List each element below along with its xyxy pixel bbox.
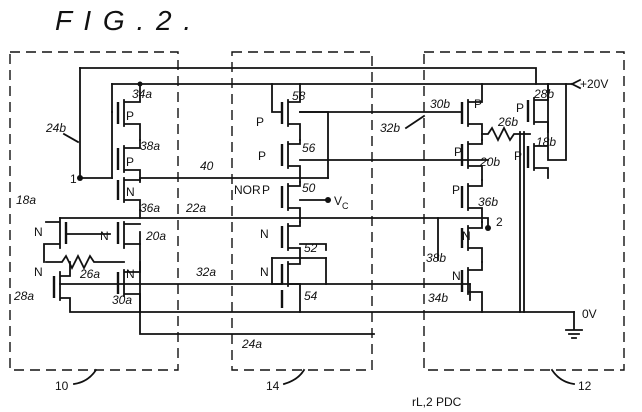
label-32b: 32b <box>380 121 400 135</box>
label-32a: 32a <box>196 265 216 279</box>
t56-type: P <box>258 149 266 163</box>
t52-label: 52 <box>304 241 318 255</box>
t38b-label: 38b <box>426 251 446 265</box>
vc-label: V <box>334 194 342 208</box>
block-10-label: 10 <box>55 379 69 393</box>
figure-title: F I G . 2 . <box>55 5 193 36</box>
t38a-label: 38a <box>140 139 160 153</box>
t28a-type: N <box>34 265 43 279</box>
t52-n-channel <box>287 221 301 259</box>
t28a-channel <box>59 261 141 313</box>
ground-symbol <box>565 311 583 339</box>
t34b-channel <box>467 261 483 313</box>
t20b-channel <box>467 139 483 181</box>
t34a-type: P <box>126 109 134 123</box>
t18a-label: 18a <box>16 193 36 207</box>
wire-18a-top <box>59 209 141 219</box>
t20b-label: 20b <box>479 155 500 169</box>
t34b-label: 34b <box>428 291 448 305</box>
t18a-channel <box>43 217 61 263</box>
t52-channel <box>271 257 301 313</box>
leader-32b <box>404 114 426 130</box>
line-22a <box>139 217 489 229</box>
ground-label: 0V <box>582 307 597 321</box>
t36a-label: 36a <box>140 201 160 215</box>
t18b-channel <box>533 83 567 179</box>
block-10-outline <box>9 51 179 371</box>
t28b-type: P <box>516 101 524 115</box>
t20a-label: 20a <box>145 229 166 243</box>
t28a-label: 28a <box>13 289 34 303</box>
block-14-label: 14 <box>266 379 280 393</box>
resistor-26a <box>45 253 125 271</box>
t30a-type: N <box>126 267 135 281</box>
t28b-label: 28b <box>533 87 554 101</box>
t36b-type: P <box>452 183 460 197</box>
block-12-label: 12 <box>578 379 592 393</box>
t58-type: P <box>256 115 264 129</box>
vc-sub: C <box>342 201 349 211</box>
supply-rail-arrow <box>570 78 582 90</box>
t56-label: 56 <box>302 141 316 155</box>
vc-dot <box>325 197 331 203</box>
t50-type: P <box>262 183 270 197</box>
t54-label: 54 <box>304 289 318 303</box>
t18b-label: 18b <box>536 135 556 149</box>
t52-n-type: N <box>260 227 269 241</box>
t30a-channel <box>123 261 141 313</box>
block-12-arrow <box>550 368 576 386</box>
label-24b: 24b <box>45 121 66 135</box>
t20b-type: P <box>454 145 462 159</box>
t18a-type: N <box>34 225 43 239</box>
node-1-label: 1 <box>70 172 77 186</box>
t34a-label: 34a <box>132 87 152 101</box>
resistor-26b <box>481 125 531 143</box>
t56-channel <box>287 139 301 183</box>
t30b-channel <box>467 83 483 141</box>
leader-24b <box>62 132 80 144</box>
t58-channel <box>287 83 301 141</box>
supply-label: +20V <box>580 77 608 91</box>
line-24b-top <box>79 67 537 85</box>
block-10-arrow <box>72 368 98 386</box>
t34a-channel <box>123 83 141 141</box>
junction <box>137 81 143 87</box>
t52-link <box>299 243 327 251</box>
label-40: 40 <box>200 159 214 173</box>
label-22a: 22a <box>185 201 206 215</box>
block-14-arrow <box>282 368 306 386</box>
label-26b: 26b <box>497 115 518 129</box>
t58-label: 58 <box>292 89 306 103</box>
t50-channel <box>287 181 301 223</box>
node-2-label: 2 <box>496 215 503 229</box>
t30b-label: 30b <box>430 97 450 111</box>
t58-wire <box>271 83 283 113</box>
line-24a <box>139 231 375 335</box>
t18b-type: P <box>514 149 522 163</box>
t36b-channel <box>467 179 483 223</box>
t34b-type: N <box>452 269 461 283</box>
block-12-outline <box>423 51 625 371</box>
block-14-outline <box>231 51 373 371</box>
t50-label: 50 <box>302 181 316 195</box>
t38a-type: P <box>126 155 134 169</box>
t20a-type: N <box>100 229 109 243</box>
footer-note: rL,2 PDC <box>412 395 462 409</box>
t20a-channel <box>123 221 141 249</box>
t50-prefix: NOR <box>234 183 261 197</box>
t52-type: N <box>260 265 269 279</box>
node-2-dot <box>485 225 491 231</box>
t36b-label: 36b <box>478 195 498 209</box>
t38b-channel <box>437 217 483 263</box>
n-under-38a: N <box>126 185 135 199</box>
label-26a: 26a <box>79 267 100 281</box>
t18b-drain <box>519 131 525 313</box>
label-24a: 24a <box>241 337 262 351</box>
t38b-type: N <box>462 229 471 243</box>
t30a-label: 30a <box>112 293 132 307</box>
t30b-type: P <box>474 97 482 111</box>
t38a-n-channel <box>123 177 141 211</box>
